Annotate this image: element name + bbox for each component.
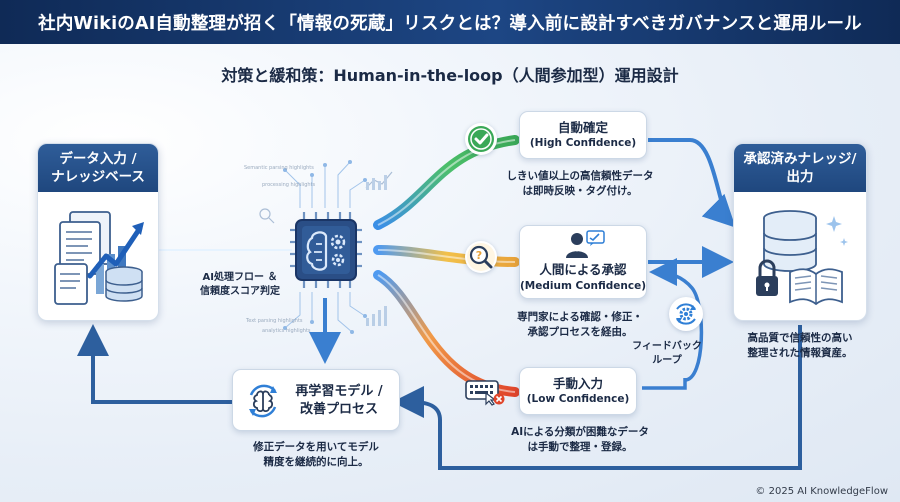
retrain-title-line2: 改善プロセス <box>299 402 378 417</box>
auto-confirm-title: 自動確定 <box>557 120 608 135</box>
retrain-note: 修正データを用いてモデル 精度を継続的に向上。 <box>226 440 406 470</box>
feedback-gear-icon <box>669 297 703 331</box>
brain-cycle-icon <box>249 384 277 418</box>
header-bar: 社内WikiのAI自動整理が招く「情報の死蔵」リスクとは？導入前に設計すべきガバ… <box>0 0 900 44</box>
feedback-label: フィードバック ループ <box>622 340 712 368</box>
auto-confirm-note: しきい値以上の高信頼性データ は即時反映・タグ付け。 <box>480 169 680 199</box>
manual-input-box: 手動入力 (Low Confidence) <box>519 367 637 415</box>
input-card: データ入力 / ナレッジベース <box>37 143 159 321</box>
manual-input-note-line2: は手動で整理・登録。 <box>527 441 633 453</box>
decor-text: analytics highlights <box>262 328 311 334</box>
output-note-line1: 高品質で信頼性の高い <box>747 332 853 344</box>
processing-label-line1: AI処理フロー ＆ <box>202 272 278 283</box>
decor-text: Semantic parsing highlights <box>244 165 314 171</box>
retrain-note-line1: 修正データを用いてモデル <box>253 441 379 453</box>
magnifier-question-icon: ? <box>465 241 497 273</box>
output-note: 高品質で信頼性の高い 整理された情報資産。 <box>730 331 870 361</box>
database-lock-book-icon <box>756 210 848 306</box>
output-note-line2: 整理された情報資産。 <box>747 347 853 359</box>
human-approval-confidence: (Medium Confidence) <box>520 280 646 292</box>
output-card: 承認済みナレッジ/ 出力 <box>733 143 867 321</box>
input-card-header: データ入力 / ナレッジベース <box>38 144 158 192</box>
retrain-box: 再学習モデル / 改善プロセス <box>232 369 400 431</box>
auto-confirm-box: 自動確定 (High Confidence) <box>519 111 647 159</box>
feedback-label-line1: フィードバック <box>632 341 702 352</box>
processing-label: AI処理フロー ＆ 信頼度スコア判定 <box>190 271 290 299</box>
svg-text:?: ? <box>476 249 482 262</box>
retrain-note-line2: 精度を継続的に向上。 <box>263 456 369 468</box>
input-card-title-line1: データ入力 / <box>59 151 137 167</box>
processing-label-line2: 信頼度スコア判定 <box>200 286 280 297</box>
auto-confirm-note-line2: は即時反映・タグ付け。 <box>522 185 638 197</box>
retrain-title: 再学習モデル / 改善プロセス <box>285 383 393 419</box>
human-approval-note-line2: 承認プロセスを経由。 <box>527 326 633 338</box>
manual-input-confidence: (Low Confidence) <box>526 393 630 405</box>
output-card-title-line2: 出力 <box>786 169 814 185</box>
page-title: 社内WikiのAI自動整理が招く「情報の死蔵」リスクとは？導入前に設計すべきガバ… <box>38 13 862 34</box>
human-approval-box: 人間による承認 (Medium Confidence) <box>519 225 647 299</box>
human-approval-note-line1: 専門家による確認・修正・ <box>517 311 643 323</box>
human-approval-title: 人間による承認 <box>539 262 627 277</box>
auto-confirm-confidence: (High Confidence) <box>529 137 637 149</box>
auto-confirm-note-line1: しきい値以上の高信頼性データ <box>506 170 654 182</box>
feedback-label-line2: ループ <box>652 355 682 366</box>
section-subtitle: 対策と緩和策：Human-in-the-loop（人間参加型）運用設計 <box>221 66 679 85</box>
documents-chart-icon <box>54 211 144 305</box>
decor-text: processing highlights <box>262 182 316 188</box>
human-approval-note: 専門家による確認・修正・ 承認プロセスを経由。 <box>490 310 670 340</box>
manual-input-title: 手動入力 <box>552 376 603 391</box>
copyright-footer: © 2025 AI KnowledgeFlow <box>755 486 888 497</box>
retrain-title-line1: 再学習モデル / <box>295 384 383 399</box>
check-badge-icon <box>465 123 497 155</box>
reviewer-icon <box>566 230 605 258</box>
decor-text: Text parsing highlights <box>246 318 303 324</box>
ai-chip-icon <box>290 212 362 288</box>
keyboard-icon <box>465 376 505 406</box>
input-card-title-line2: ナレッジベース <box>51 169 145 185</box>
manual-input-note-line1: AIによる分類が困難なデータ <box>511 426 649 438</box>
manual-input-note: AIによる分類が困難なデータ は手動で整理・登録。 <box>480 425 680 455</box>
output-card-title-line1: 承認済みナレッジ/ <box>743 151 857 167</box>
output-card-header: 承認済みナレッジ/ 出力 <box>734 144 866 192</box>
